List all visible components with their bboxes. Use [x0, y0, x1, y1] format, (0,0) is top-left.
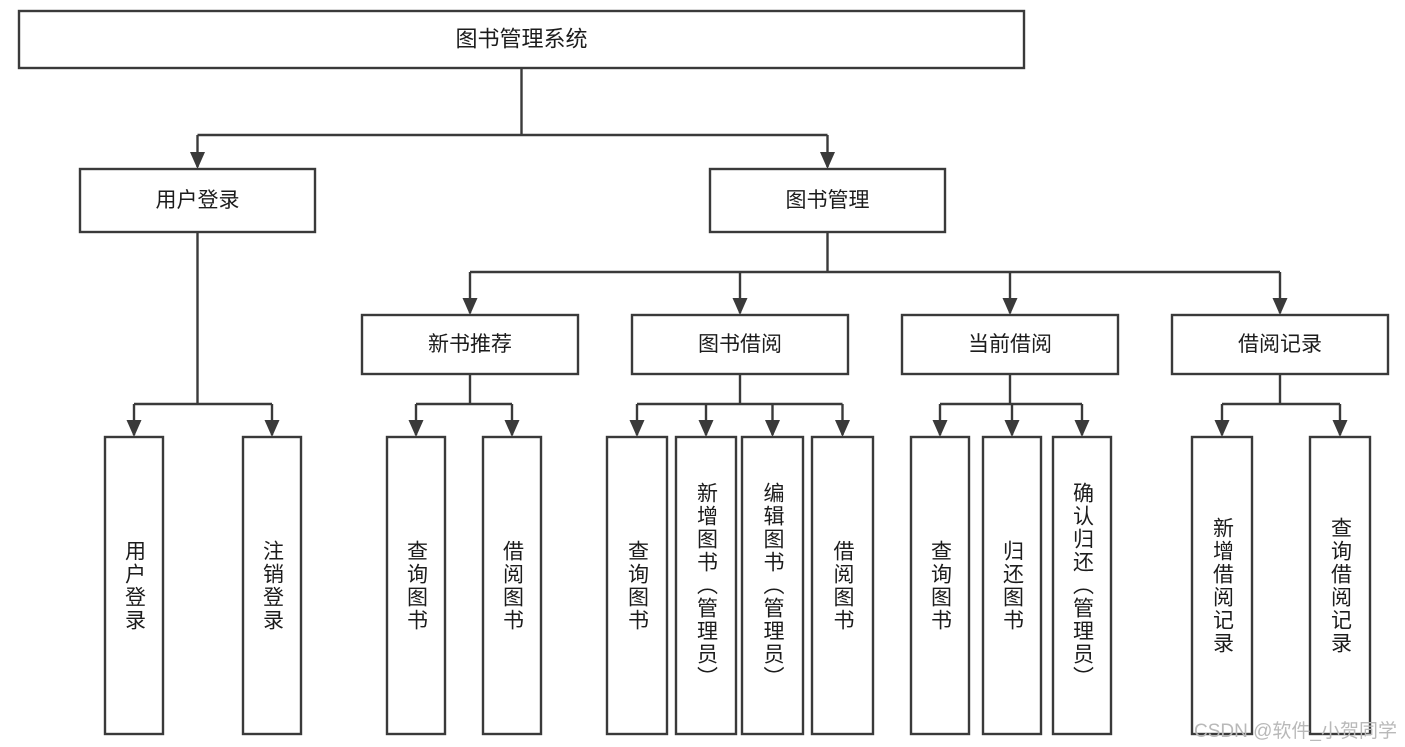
arrow-head-icon	[1272, 298, 1288, 315]
node-box-user-login-do[interactable]	[103, 435, 165, 736]
arrow-head-icon	[1002, 298, 1018, 315]
arrow-head-icon	[698, 420, 714, 437]
arrow-head-icon	[462, 298, 478, 315]
node-box-borrow-record[interactable]	[1170, 313, 1390, 376]
node-label-book-management: 图书管理	[786, 189, 870, 212]
arrow-head-icon	[126, 420, 142, 437]
connectors-layer	[126, 68, 1348, 437]
node-box-book-borrow[interactable]	[630, 313, 850, 376]
node-box-current-return-book[interactable]	[981, 435, 1043, 736]
node-box-borrow-query-book[interactable]	[605, 435, 669, 736]
node-box-record-add[interactable]	[1190, 435, 1254, 736]
arrow-head-icon	[732, 298, 748, 315]
node-box-borrow-add-book[interactable]	[674, 435, 738, 736]
arrow-head-icon	[504, 420, 520, 437]
arrow-head-icon	[835, 420, 850, 437]
arrow-head-icon	[1074, 420, 1090, 437]
node-box-record-query[interactable]	[1308, 435, 1372, 736]
node-label-new-book-recommend: 新书推荐	[428, 333, 512, 356]
arrow-head-icon	[190, 152, 205, 169]
boxes-layer	[17, 9, 1390, 736]
arrow-head-icon	[1004, 420, 1020, 437]
watermark-text: CSDN @软件_小贺同学	[1194, 721, 1397, 742]
node-box-recommend-borrow-book[interactable]	[481, 435, 543, 736]
arrow-head-icon	[765, 420, 780, 437]
node-box-borrow-edit-book[interactable]	[740, 435, 805, 736]
arrow-head-icon	[408, 420, 424, 437]
arrow-head-icon	[1332, 420, 1348, 437]
arrow-head-icon	[1214, 420, 1230, 437]
node-box-current-confirm-return[interactable]	[1051, 435, 1113, 736]
node-label-user-login: 用户登录	[156, 189, 240, 212]
arrow-head-icon	[629, 420, 645, 437]
node-box-user-logout[interactable]	[241, 435, 303, 736]
node-box-borrow-do-borrow[interactable]	[810, 435, 875, 736]
node-box-recommend-query-book[interactable]	[385, 435, 447, 736]
node-box-new-book-recommend[interactable]	[360, 313, 580, 376]
arrow-head-icon	[820, 152, 835, 169]
node-label-root: 图书管理系统	[455, 26, 587, 51]
arrow-head-icon	[264, 420, 280, 437]
node-box-book-management[interactable]	[708, 167, 947, 234]
node-label-current-borrow: 当前借阅	[968, 333, 1052, 356]
node-box-user-login[interactable]	[78, 167, 317, 234]
node-label-borrow-record: 借阅记录	[1238, 333, 1322, 356]
node-box-current-borrow[interactable]	[900, 313, 1120, 376]
node-label-book-borrow: 图书借阅	[698, 333, 782, 356]
arrow-head-icon	[932, 420, 948, 437]
node-box-current-query-book[interactable]	[909, 435, 971, 736]
node-box-root[interactable]	[17, 9, 1026, 70]
